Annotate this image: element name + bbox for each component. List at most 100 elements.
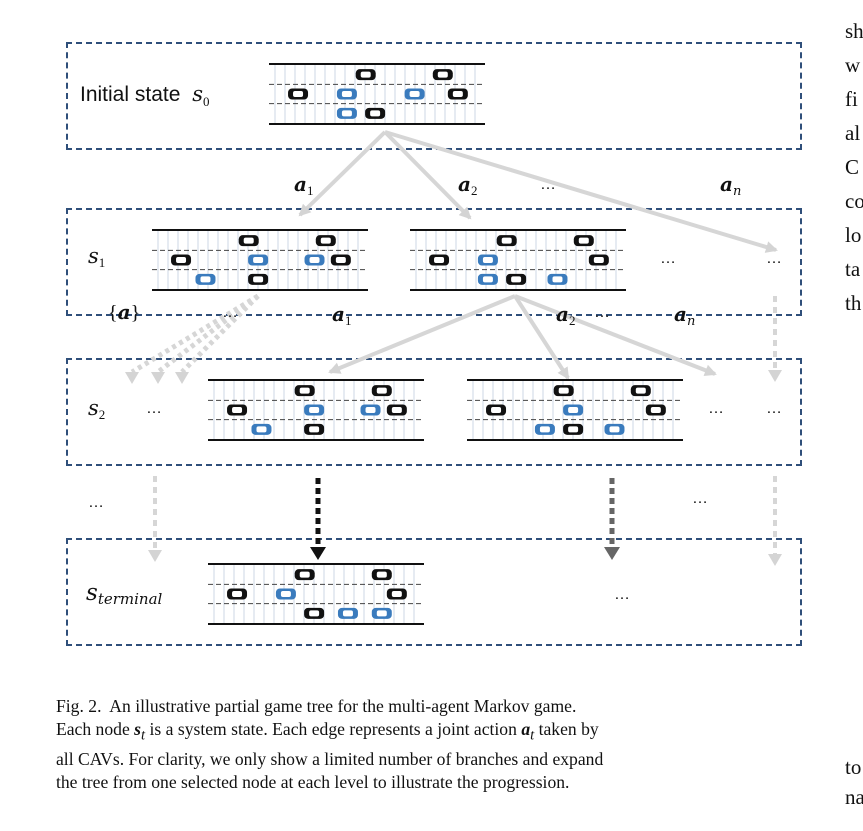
terminal-symbol: s — [86, 580, 98, 606]
level-box-s2 — [66, 358, 802, 466]
human-car — [171, 254, 192, 266]
s2-subscript: 2 — [98, 407, 106, 423]
cav-car — [304, 404, 325, 416]
road-s2-b — [467, 379, 683, 441]
edges-set-a — [130, 293, 260, 375]
cav-car — [547, 273, 568, 285]
cav-car — [275, 588, 296, 600]
body-text-fragment: w — [845, 53, 861, 77]
caption-label: Fig. 2. — [56, 696, 102, 716]
human-car — [330, 254, 351, 266]
human-car — [645, 404, 666, 416]
s1-symbol: s — [88, 244, 99, 268]
body-text-fragment: na — [845, 785, 863, 809]
human-car — [496, 235, 517, 247]
ellipsis-s2-left: … — [146, 400, 162, 417]
human-car — [486, 404, 507, 416]
cav-car — [371, 607, 392, 619]
edge-a2-level1 — [383, 130, 472, 220]
ellipsis-between-left: … — [88, 494, 104, 511]
caption-line-4: the tree from one selected node at each … — [56, 771, 570, 792]
human-car — [355, 69, 376, 81]
human-car — [371, 569, 392, 581]
human-car — [371, 385, 392, 397]
ellipsis-s1-right: … — [766, 250, 782, 267]
ellipsis-s1-mid: … — [660, 250, 676, 267]
body-text-fragment: C — [845, 155, 860, 179]
figure-caption: Fig. 2. An illustrative partial game tre… — [56, 695, 808, 794]
cav-car — [336, 88, 357, 100]
ellipsis-actions-level1: … — [540, 176, 556, 193]
ellipsis-actions-level2: … — [594, 304, 610, 321]
cav-car — [248, 254, 269, 266]
cav-car — [336, 107, 357, 119]
human-car — [506, 273, 527, 285]
cav-car — [604, 423, 625, 435]
edge-a1-level1 — [298, 130, 387, 217]
initial-state-label: Initial state s0 — [80, 82, 210, 110]
s2-symbol: s — [88, 396, 99, 420]
road-terminal — [208, 563, 424, 625]
action-a2-level2: a2 — [556, 302, 576, 329]
s1-subscript: 1 — [98, 255, 106, 271]
human-car — [315, 235, 336, 247]
cav-car — [477, 273, 498, 285]
human-car — [304, 423, 325, 435]
cav-car — [477, 254, 498, 266]
action-an-level1: an — [720, 172, 742, 200]
ellipsis-s2-right: … — [766, 400, 782, 417]
initial-state-text: Initial state — [80, 83, 181, 106]
human-car — [304, 607, 325, 619]
human-car — [553, 385, 574, 397]
edges-s0-to-s1 — [298, 130, 778, 253]
terminal-label: sterminal — [86, 580, 162, 608]
human-car — [588, 254, 609, 266]
action-a1-level2: a1 — [332, 302, 352, 329]
body-text-fragment: to — [845, 755, 862, 779]
ellipsis-s2-mid: … — [708, 400, 724, 417]
edges-set-a-heads — [125, 372, 189, 384]
cav-car — [195, 273, 216, 285]
body-text-fragment: sh — [845, 19, 863, 43]
ellipsis-set-a: … — [222, 304, 238, 321]
cav-car — [534, 423, 555, 435]
s2-label: s2 — [88, 396, 105, 423]
edge-a2-level2 — [513, 294, 570, 380]
action-set-a: {a} — [108, 300, 141, 324]
human-car — [386, 588, 407, 600]
cav-car — [404, 88, 425, 100]
action-a2-level1: a2 — [458, 172, 478, 199]
body-text-fragment: ta — [845, 257, 861, 281]
s1-label: s1 — [88, 244, 105, 271]
human-car — [429, 254, 450, 266]
edge-an-level2 — [514, 294, 717, 376]
cav-car — [360, 404, 381, 416]
human-car — [288, 88, 309, 100]
human-car — [238, 235, 259, 247]
body-text-fragment: lo — [845, 223, 862, 247]
terminal-subscript: terminal — [97, 590, 163, 609]
human-car — [447, 88, 468, 100]
human-car — [432, 69, 453, 81]
action-a1-level1: a1 — [294, 172, 314, 199]
human-car — [386, 404, 407, 416]
edges-right-column-heads — [768, 370, 782, 566]
road-s1-a — [152, 229, 368, 291]
edge-set-a-1 — [130, 293, 260, 375]
s0-subscript: 0 — [203, 94, 210, 110]
caption-line-2: Each node st is a system state. Each edg… — [56, 719, 599, 744]
human-car — [248, 273, 269, 285]
ellipsis-between-right: … — [692, 490, 708, 507]
cav-car — [304, 254, 325, 266]
edges-s1-to-s2 — [328, 294, 717, 380]
body-text-fragment: co — [845, 189, 863, 213]
level-box-initial — [66, 42, 802, 150]
cav-car — [251, 423, 272, 435]
edge-set-a-3 — [180, 294, 260, 374]
edge-set-a-2 — [156, 294, 260, 374]
human-car — [294, 385, 315, 397]
caption-line-3: all CAVs. For clarity, we only show a li… — [56, 748, 604, 769]
body-text-fragment: th — [845, 291, 862, 315]
human-car — [573, 235, 594, 247]
